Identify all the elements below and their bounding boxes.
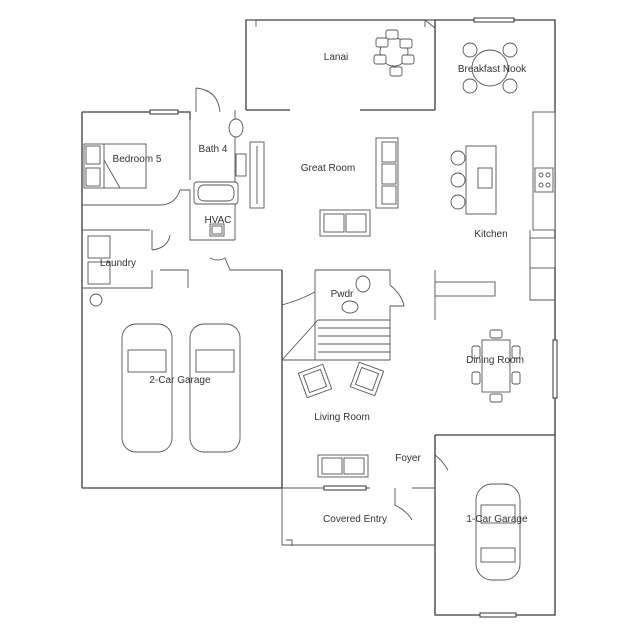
label-covered-entry: Covered Entry [323,514,387,525]
label-breakfast-nook: Breakfast Nook [458,64,527,75]
label-1-car-garage: 1-Car Garage [466,514,528,525]
bed [83,143,147,189]
label-foyer: Foyer [395,453,421,464]
hvac-unit [209,223,225,237]
doors [195,19,436,113]
bath-fixtures [193,118,265,209]
dining-table-set [471,329,521,403]
lanai-table-set [373,29,415,77]
nook-table-set [462,42,518,94]
great-room-sofas [319,137,399,237]
windows [149,17,558,618]
label-kitchen: Kitchen [474,229,507,240]
laundry-appliances [87,235,111,307]
living-room-furniture [297,361,385,478]
label-2-car-garage: 2-Car Garage [149,375,211,386]
label-living-room: Living Room [314,412,370,423]
label-great-room: Great Room [301,163,355,174]
room-labels: Lanai Breakfast Nook Bedroom 5 Bath 4 Gr… [100,52,528,525]
label-bath-4: Bath 4 [199,144,228,155]
two-car-garage-cars [121,323,241,453]
label-hvac: HVAC [204,215,231,226]
label-lanai: Lanai [324,52,348,63]
kitchen-fixtures [450,111,556,269]
one-car-garage-car [475,483,521,581]
label-pwdr: Pwdr [331,289,354,300]
label-laundry: Laundry [100,258,136,269]
label-dining-room: Dining Room [466,355,524,366]
label-bedroom-5: Bedroom 5 [113,154,162,165]
staircase [281,319,390,361]
pwdr-fixtures [341,275,371,314]
